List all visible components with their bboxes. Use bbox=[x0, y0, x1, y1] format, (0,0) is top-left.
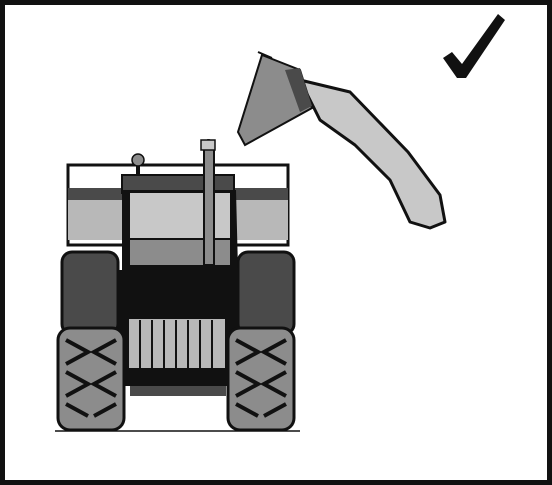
exhaust-cap bbox=[201, 140, 215, 150]
beacon-light bbox=[132, 154, 144, 166]
front-axle bbox=[130, 386, 226, 396]
rear-wheel-left bbox=[62, 252, 118, 334]
front-wheel-left bbox=[58, 328, 124, 430]
rear-wheel-right bbox=[238, 252, 294, 334]
front-wheel-right bbox=[228, 328, 294, 430]
beacon-stem bbox=[136, 166, 140, 176]
checkmark-icon bbox=[443, 14, 505, 78]
loader-arm bbox=[300, 80, 445, 228]
exhaust-pipe bbox=[204, 140, 214, 265]
